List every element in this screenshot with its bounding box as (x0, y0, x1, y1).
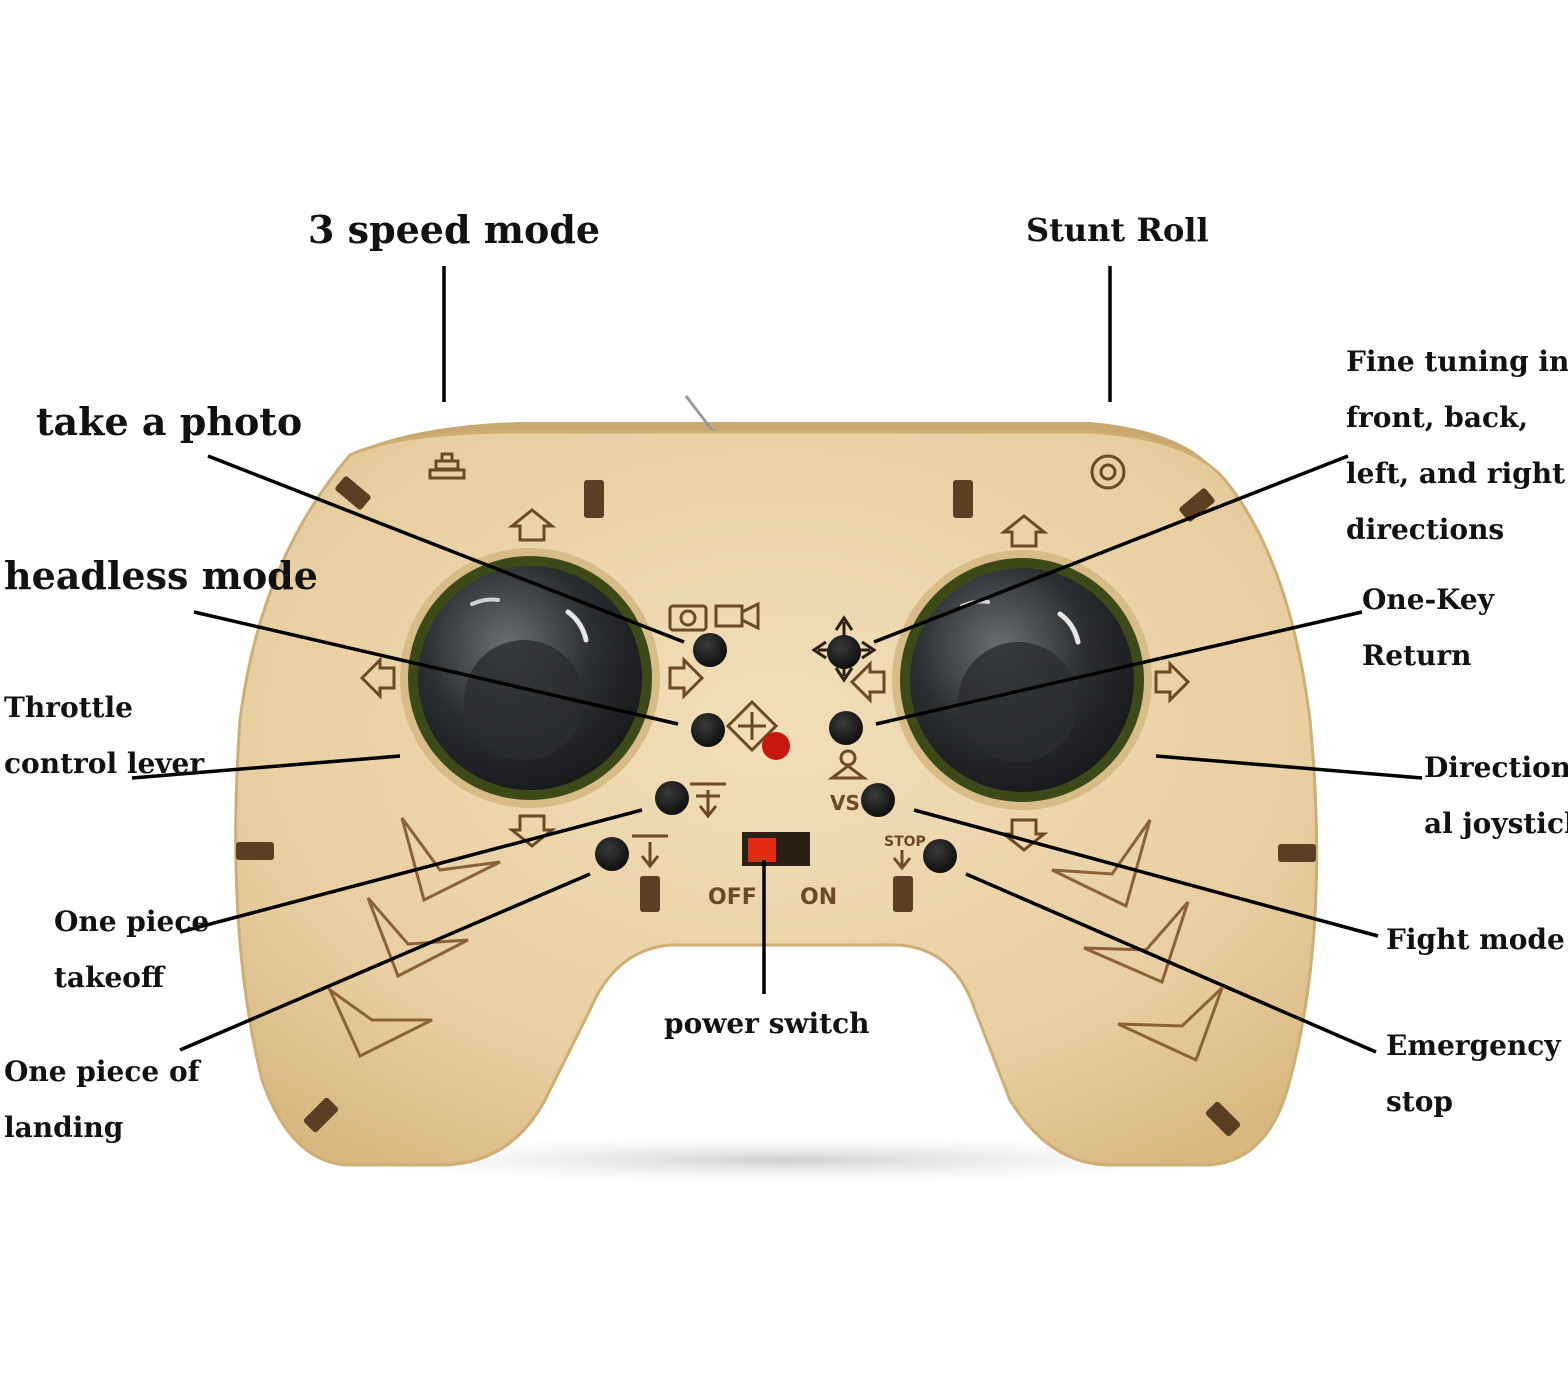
label-speed-mode: 3 speed mode (308, 207, 601, 252)
label-one-key-return: One-Key Return (1362, 572, 1494, 684)
label-fight-mode: Fight mode (1386, 923, 1565, 956)
label-emergency-stop-line2: stop (1386, 1085, 1453, 1118)
label-one-piece-landing-line1: One piece of (4, 1055, 200, 1088)
label-fine-tuning-line4: directions (1346, 513, 1505, 546)
headless-button[interactable] (691, 713, 725, 747)
chevron-decorations (326, 817, 1224, 1063)
return-button[interactable] (829, 711, 863, 745)
label-emergency-stop-line1: Emergency (1386, 1029, 1561, 1062)
headless-icon (725, 699, 779, 753)
label-headless-mode: headless mode (4, 553, 318, 598)
camera-icon (668, 601, 760, 632)
label-throttle-line2: control lever (4, 747, 205, 780)
label-one-piece-takeoff-line1: One piece (54, 905, 210, 938)
throttle-joystick[interactable] (400, 548, 660, 808)
label-fine-tuning: Fine tuning in front, back, left, and ri… (1346, 334, 1568, 558)
direction-joystick[interactable] (892, 550, 1152, 810)
led-indicator (762, 732, 790, 760)
takeoff-icon (690, 782, 726, 819)
roll-icon (1090, 454, 1126, 490)
emergency-stop-button[interactable] (923, 839, 957, 873)
switch-on-label: ON (800, 885, 837, 910)
power-switch[interactable] (742, 832, 810, 866)
label-one-key-return-line1: One-Key (1362, 583, 1494, 616)
label-fine-tuning-line2: front, back, (1346, 401, 1529, 434)
label-take-photo: take a photo (36, 399, 303, 444)
label-throttle: Throttle control lever (4, 680, 204, 792)
photo-button[interactable] (693, 633, 727, 667)
controller-body (234, 430, 1319, 1167)
label-one-key-return-line2: Return (1362, 639, 1472, 672)
label-power-switch: power switch (664, 1007, 870, 1040)
takeoff-button[interactable] (655, 781, 689, 815)
ground-shadow (264, 1132, 1304, 1188)
label-one-piece-takeoff: One piece takeoff (54, 894, 209, 1006)
fight-mode-button[interactable] (861, 783, 895, 817)
label-stunt-roll: Stunt Roll (1026, 211, 1209, 249)
label-emergency-stop: Emergency stop (1386, 1018, 1561, 1130)
fine-tuning-button[interactable] (827, 635, 861, 669)
stop-engraving: STOP (884, 834, 926, 850)
speed-icon (428, 452, 466, 480)
label-one-piece-landing: One piece of landing (4, 1044, 200, 1156)
label-fine-tuning-line3: left, and right (1346, 457, 1566, 490)
label-throttle-line1: Throttle (4, 691, 133, 724)
label-directional-joystick-line2: al joystick (1424, 807, 1568, 840)
vs-engraving: VS (830, 791, 860, 815)
return-icon (827, 749, 869, 780)
label-one-piece-takeoff-line2: takeoff (54, 961, 164, 994)
slot-cutouts (236, 476, 1316, 1137)
stop-icon: STOP (884, 834, 926, 871)
label-directional-joystick: Direction al joystick (1424, 740, 1568, 852)
label-fine-tuning-line1: Fine tuning in (1346, 345, 1568, 378)
landing-button[interactable] (595, 837, 629, 871)
label-directional-joystick-line1: Direction (1424, 751, 1568, 784)
switch-off-label: OFF (708, 885, 757, 910)
landing-icon (632, 834, 668, 869)
leader-lines (131, 266, 1423, 1054)
label-one-piece-landing-line2: landing (4, 1111, 124, 1144)
